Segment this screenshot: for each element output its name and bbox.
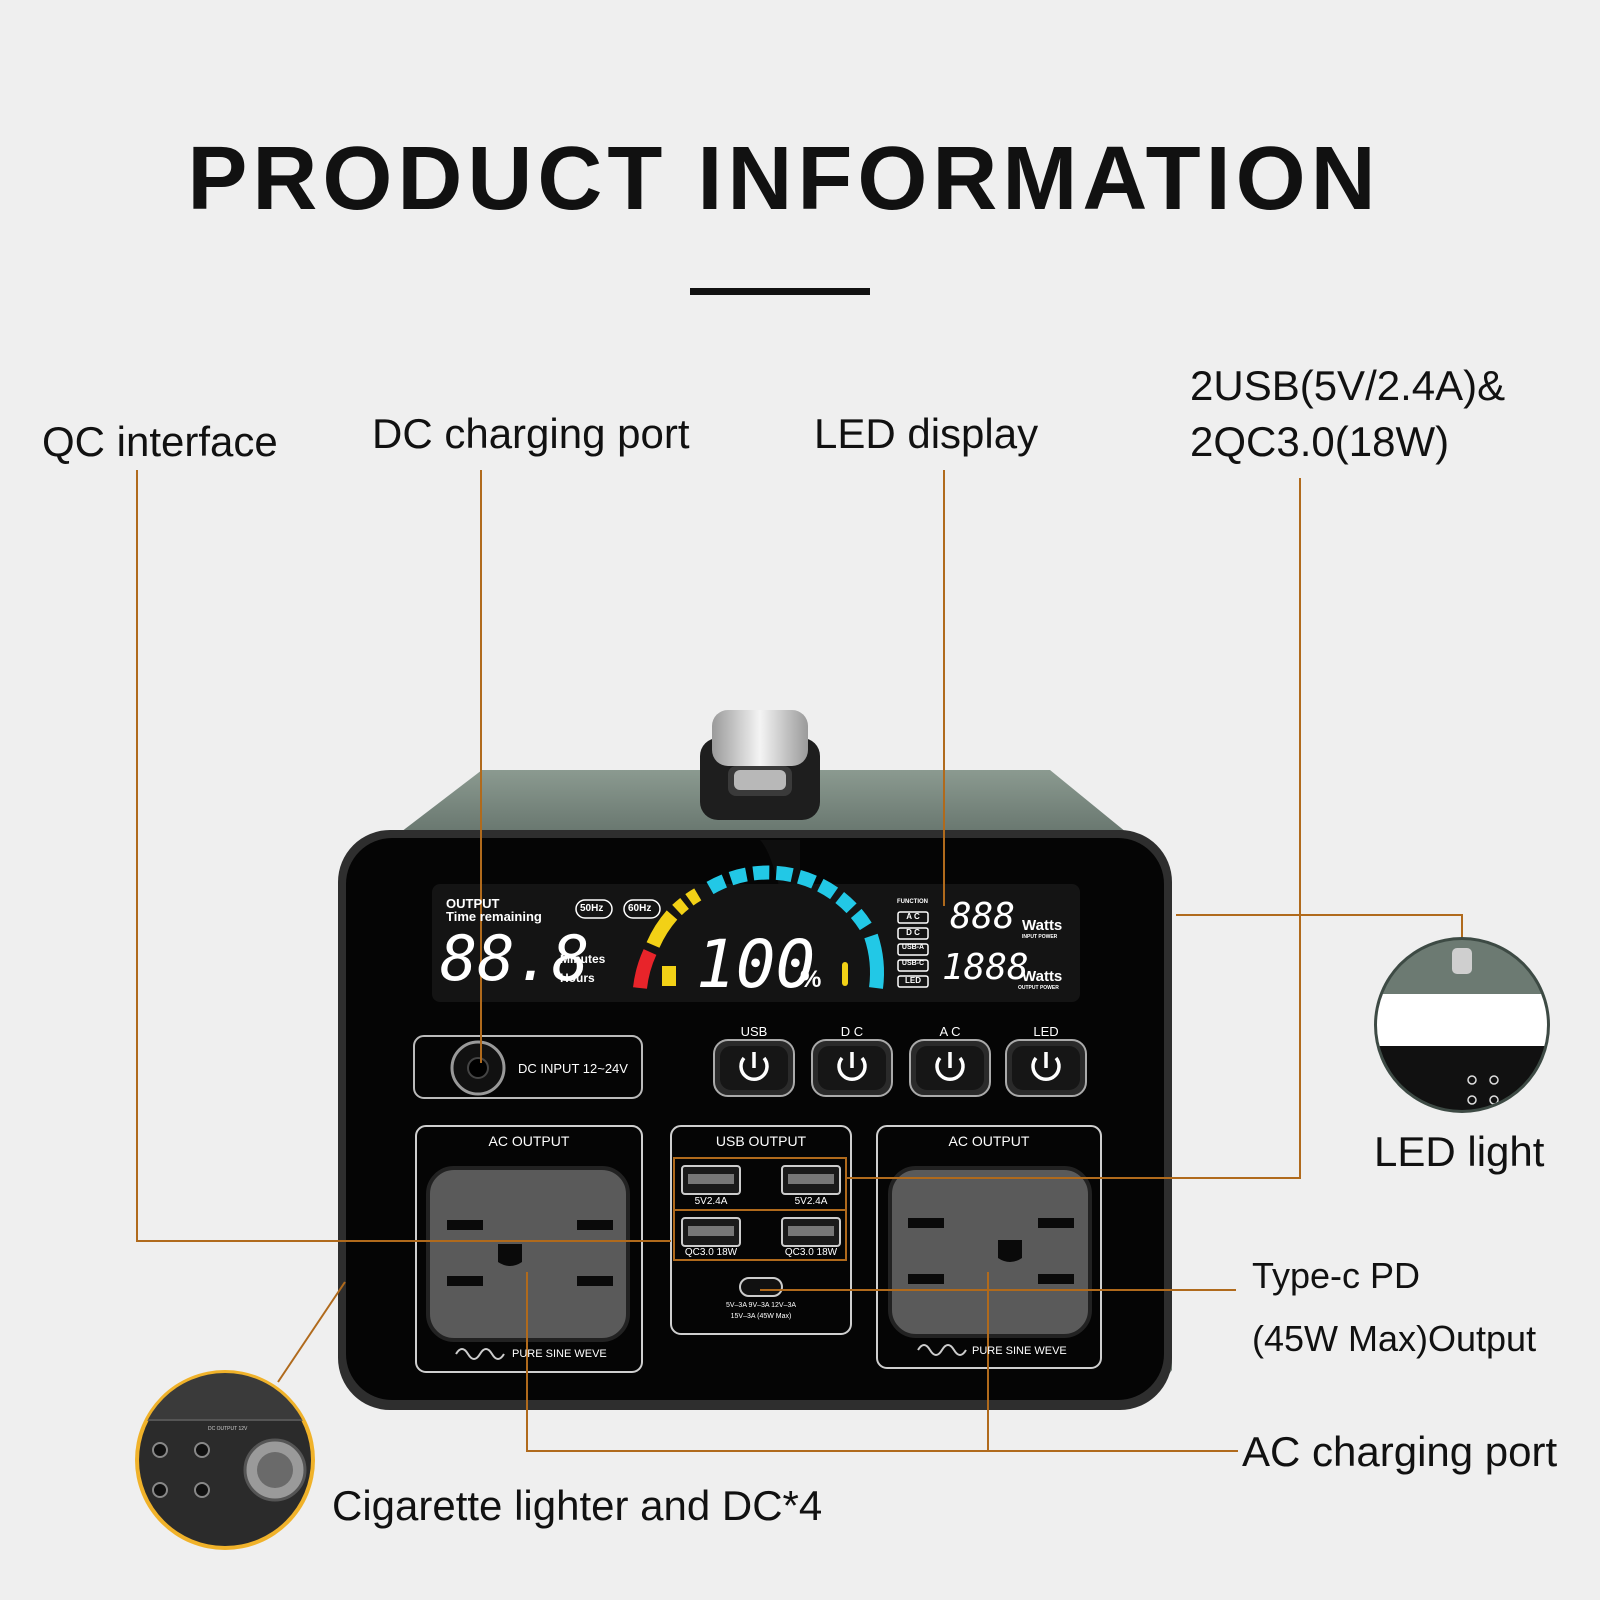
lcd-function-usbc: USB-C (901, 960, 925, 967)
title-underline (690, 288, 870, 295)
power-button-usb[interactable] (713, 1039, 795, 1097)
lcd-output-label: OUTPUT (446, 896, 500, 911)
button-label-usb: USB (740, 1024, 768, 1039)
lcd-percent-sign: % (800, 966, 822, 993)
lcd-hours: Hours (560, 971, 595, 985)
usb-port-1-label: 5V2.4A (694, 1196, 728, 1207)
pure-sine-left: PURE SINE WEVE (512, 1348, 607, 1360)
lcd-panel (432, 884, 1080, 1002)
fuel-icon (662, 966, 676, 986)
lcd-input-digits: 888 (950, 896, 1016, 937)
lcd-percent-digits: 100 (696, 926, 816, 1003)
lcd-function-dc: D C (906, 928, 920, 937)
callout-cigarette-lighter: Cigarette lighter and DC*4 (332, 1482, 823, 1529)
pure-sine-right: PURE SINE WEVE (972, 1345, 1067, 1357)
dc-output-port-4[interactable] (194, 1482, 210, 1498)
usb-port-3-label: QC3.0 18W (684, 1247, 738, 1258)
lcd-hz60: 60Hz (628, 903, 652, 914)
thermometer-icon (842, 962, 848, 986)
callout-typec-line1: Type-c PD (1252, 1255, 1421, 1296)
power-button-ac[interactable] (909, 1039, 991, 1097)
handle (700, 710, 820, 820)
usb-output-label: USB OUTPUT (715, 1133, 807, 1149)
lcd-minutes: Minutes (560, 952, 606, 966)
power-button-led[interactable] (1005, 1039, 1087, 1097)
usb-c-port[interactable] (739, 1277, 783, 1297)
hz-badges (575, 899, 661, 919)
typec-spec-line2: 15V–3A (45W Max) (730, 1313, 792, 1320)
callout-usb-line1: 2USB(5V/2.4A)& (1190, 362, 1506, 409)
dc-input-label: DC INPUT 12~24V (518, 1061, 628, 1076)
dc-input-panel (413, 1035, 643, 1099)
lcd-function-ac: A C (906, 912, 920, 921)
lcd-hz50: 50Hz (580, 903, 604, 914)
usb-port-2-label: 5V2.4A (794, 1196, 828, 1207)
lcd-function-label: FUNCTION (897, 899, 928, 905)
typec-spec-line1: 5V–3A 9V–3A 12V–3A (725, 1302, 797, 1309)
callout-led-light: LED light (1374, 1128, 1545, 1175)
dc-output-inset (135, 1370, 315, 1550)
ac-outlet-left (415, 1125, 643, 1373)
led-light-inset (1374, 937, 1550, 1113)
callout-ac-charging-port: AC charging port (1242, 1428, 1558, 1475)
lcd-output-digits: 1888 (942, 947, 1029, 988)
callout-dc-charging-port: DC charging port (372, 410, 690, 457)
lcd-time-remaining: Time remaining (446, 909, 542, 924)
callout-lines (136, 470, 1463, 1452)
lcd-input-watts: Watts (1022, 917, 1063, 934)
lcd-time-digits: 88.8 (440, 922, 590, 995)
lcd-input-power: INPUT POWER (1022, 934, 1058, 940)
callout-led-display: LED display (814, 410, 1039, 457)
usb-output-panel (670, 1125, 852, 1335)
power-button-dc[interactable] (811, 1039, 893, 1097)
lcd-function-usba: USB-A (901, 944, 925, 951)
button-label-ac: A C (939, 1024, 961, 1039)
battery-gauge (633, 865, 884, 989)
dc-output-port-3[interactable] (152, 1482, 168, 1498)
dc-output-label: DC OUTPUT 12V (208, 1426, 248, 1432)
callout-typec-line2: (45W Max)Output (1252, 1318, 1537, 1359)
callout-qc-interface: QC interface (42, 418, 278, 465)
ac-outlet-right (876, 1125, 1102, 1369)
ac-output-left-label: AC OUTPUT (488, 1133, 570, 1149)
button-label-dc: D C (840, 1024, 864, 1039)
dc-output-port-1[interactable] (152, 1442, 168, 1458)
lcd-output-watts: Watts (1022, 968, 1063, 985)
function-boxes (897, 911, 929, 988)
lcd-function-led: LED (905, 976, 921, 985)
lcd-output-power: OUTPUT POWER (1018, 985, 1059, 991)
button-label-led: LED (1033, 1024, 1059, 1039)
callout-usb-line2: 2QC3.0(18W) (1190, 418, 1450, 465)
page-title: PRODUCT INFORMATION (187, 129, 1381, 229)
dc-output-port-2[interactable] (194, 1442, 210, 1458)
ac-output-right-label: AC OUTPUT (948, 1133, 1030, 1149)
usb-port-4-label: QC3.0 18W (784, 1247, 838, 1258)
